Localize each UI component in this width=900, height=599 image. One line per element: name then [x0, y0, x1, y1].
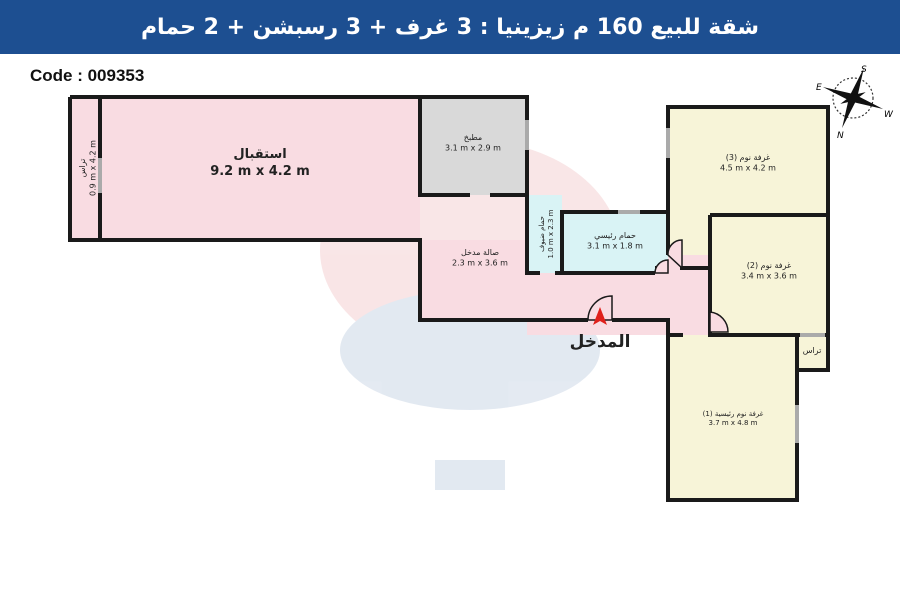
room-size: 9.2 m x 4.2 m: [210, 164, 310, 179]
listing-code: Code : 009353: [30, 66, 145, 85]
room-name: صالة مدخل: [461, 248, 499, 257]
room-name: استقبال: [233, 147, 286, 162]
title-banner: شقة للبيع 160 م زيزينيا : 3 غرف + 3 رسبش…: [0, 0, 900, 54]
room-area: [668, 335, 797, 500]
entrance-arrow-icon: [593, 307, 607, 325]
room-label: غرفة نوم (2)3.4 m x 3.6 m: [741, 261, 797, 280]
room-area: [797, 335, 828, 370]
room-area: [100, 97, 420, 240]
room-area: [710, 215, 828, 335]
room-area: [527, 195, 562, 273]
compass-north: N: [837, 131, 844, 141]
room-name: غرفة نوم (3): [726, 153, 770, 162]
entrance-label: المدخل: [570, 332, 631, 352]
room-name: غرفة نوم (2): [747, 261, 791, 270]
windows: [98, 120, 825, 443]
room-size: 3.4 m x 3.6 m: [741, 271, 797, 280]
room-size: 0.9 m x 4.2 m: [88, 140, 97, 196]
room-label: غرفة نوم رئيسية (1)3.7 m x 4.8 m: [703, 410, 764, 427]
room-name: تراس: [803, 346, 822, 355]
room-size: 3.1 m x 1.8 m: [587, 241, 643, 250]
room-area: [562, 212, 668, 273]
room-area: [420, 240, 527, 320]
compass-west: W: [884, 110, 894, 120]
room-size: 4.5 m x 4.2 m: [720, 163, 776, 172]
room-size: 1.0 m x 2.3 m: [547, 209, 555, 258]
room-label: استقبال 9.2 m x 4.2 m: [210, 147, 310, 179]
room-name: مطبخ: [464, 133, 482, 142]
room-name: حمام ضيوف: [538, 216, 546, 252]
room-area: [668, 107, 828, 215]
room-size: 3.7 m x 4.8 m: [709, 419, 758, 427]
compass-icon: S E N W: [816, 65, 894, 141]
room-label: تراس: [803, 346, 822, 355]
page-title: شقة للبيع 160 م زيزينيا : 3 غرف + 3 رسبش…: [140, 14, 760, 40]
walls: [68, 95, 830, 502]
room-name: تراس: [78, 159, 87, 178]
room-name: غرفة نوم رئيسية (1): [703, 410, 764, 418]
room-name: حمام رئيسي: [594, 231, 636, 240]
room-area: [70, 97, 100, 240]
room-area: [420, 97, 527, 195]
room-label: غرفة نوم (3)4.5 m x 4.2 m: [720, 153, 776, 172]
compass-east: E: [816, 83, 822, 93]
compass-south: S: [861, 65, 867, 75]
room-size: 2.3 m x 3.6 m: [452, 258, 508, 267]
room-size: 3.1 m x 2.9 m: [445, 143, 501, 152]
